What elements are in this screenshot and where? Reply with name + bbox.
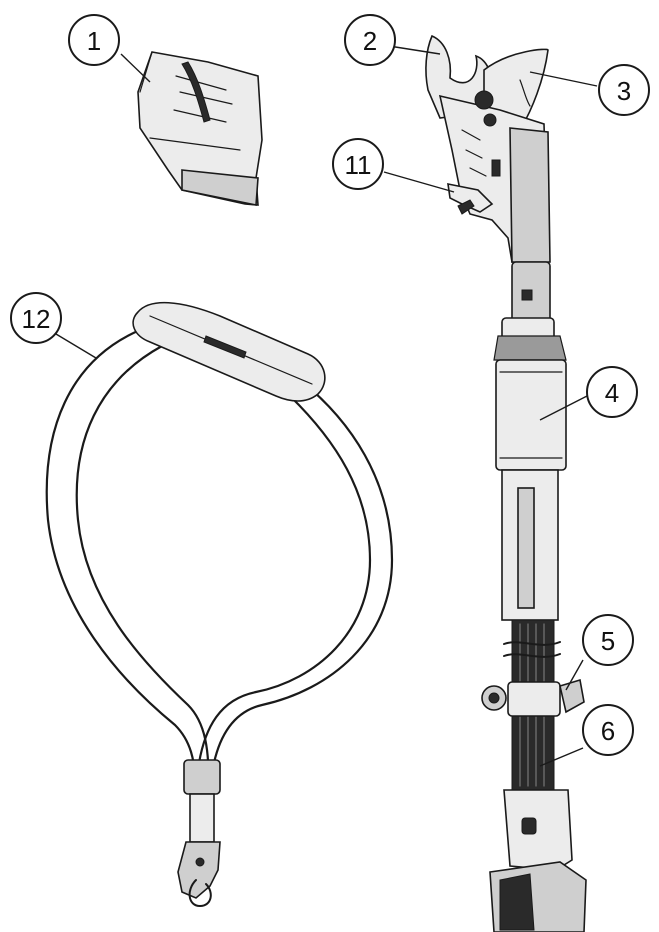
callout-1-label: 1 bbox=[87, 26, 101, 56]
callout-6-circle bbox=[582, 704, 634, 756]
callout-11-circle bbox=[332, 138, 384, 190]
callout-4: 4 bbox=[586, 366, 638, 418]
callout-3-circle bbox=[598, 64, 650, 116]
shoulder-strap-illustration bbox=[45, 301, 394, 907]
callout-4-label: 4 bbox=[605, 378, 619, 408]
callout-11-label: 11 bbox=[345, 150, 372, 180]
callout-5-label: 5 bbox=[601, 626, 615, 656]
callout-2-label: 2 bbox=[363, 26, 377, 56]
callout-6-label: 6 bbox=[601, 716, 615, 746]
leader-1 bbox=[120, 53, 151, 83]
leader-lines bbox=[55, 45, 598, 767]
shaft-illustration bbox=[481, 335, 587, 932]
callout-2-circle bbox=[344, 14, 396, 66]
blade-cover-illustration bbox=[137, 51, 263, 206]
leader-2 bbox=[388, 45, 441, 55]
callout-12-circle bbox=[10, 292, 62, 344]
callout-3-label: 3 bbox=[617, 76, 631, 106]
leader-3 bbox=[529, 71, 598, 87]
leader-6 bbox=[539, 747, 584, 767]
callout-12-label: 12 bbox=[22, 304, 51, 334]
callout-6: 6 bbox=[582, 704, 634, 756]
callout-5-circle bbox=[582, 614, 634, 666]
leader-4 bbox=[539, 395, 588, 421]
callout-4-circle bbox=[586, 366, 638, 418]
callout-11: 11 bbox=[332, 138, 384, 190]
callout-5: 5 bbox=[582, 614, 634, 666]
callout-1-circle bbox=[68, 14, 120, 66]
cutting-head-illustration bbox=[425, 34, 555, 341]
callout-3: 3 bbox=[598, 64, 650, 116]
leader-11 bbox=[383, 171, 455, 193]
callout-12: 12 bbox=[10, 292, 62, 344]
leader-12 bbox=[55, 333, 97, 359]
callout-2: 2 bbox=[344, 14, 396, 66]
callout-1: 1 bbox=[68, 14, 120, 66]
leader-5 bbox=[565, 659, 584, 691]
